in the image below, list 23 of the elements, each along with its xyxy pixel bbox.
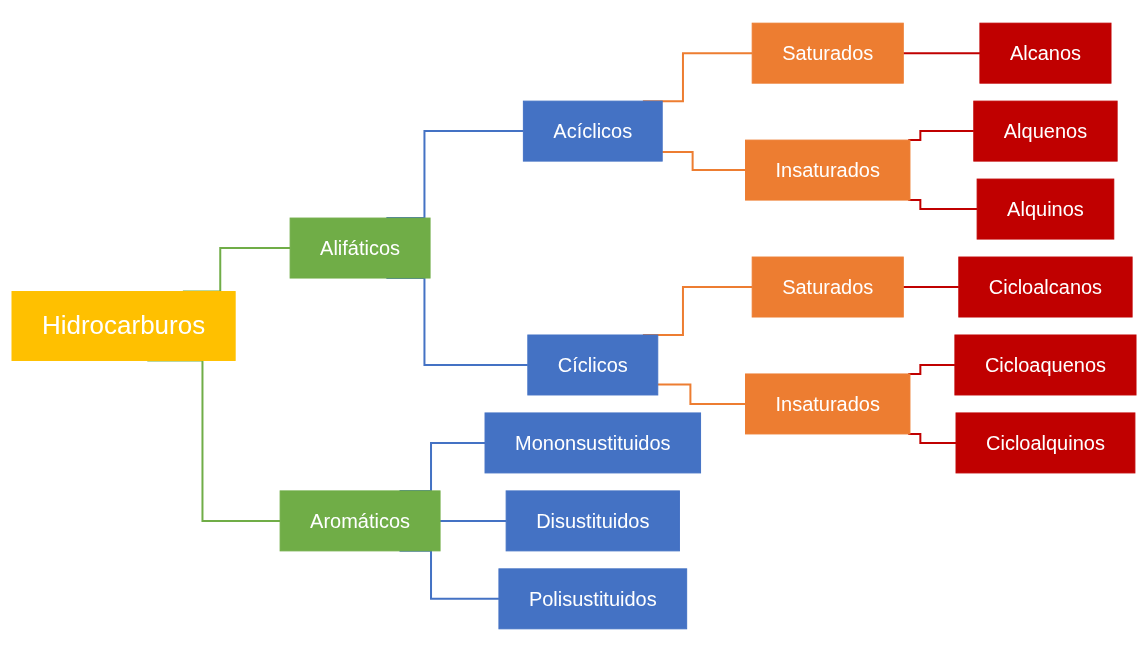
connector [656,383,747,405]
node-box: Cicloalcanos [958,256,1133,318]
connector [902,286,960,288]
node-box: Insaturados [745,139,911,201]
node-box: Alquinos [976,178,1115,240]
node-box: Acíclicos [522,100,663,162]
node-box: Cíclicos [527,334,659,396]
node-box: Hidrocarburos [11,291,236,361]
node-box: Disustituidos [505,490,680,552]
node-box: Polisustituidos [498,568,688,630]
node-box: Saturados [751,22,904,84]
node-box: Cicloaquenos [954,334,1137,396]
node-box: Aromáticos [279,490,441,552]
node-box: Alcanos [979,22,1112,84]
node-box: Saturados [751,256,904,318]
connector [902,52,981,55]
connector [439,519,508,522]
node-box: Alifáticos [289,217,431,279]
node-box: Alquenos [973,100,1118,162]
node-box: Mononsustituidos [484,412,702,474]
node-box: Insaturados [745,373,911,435]
node-box: Cicloalquinos [955,412,1136,474]
connector [661,150,747,172]
